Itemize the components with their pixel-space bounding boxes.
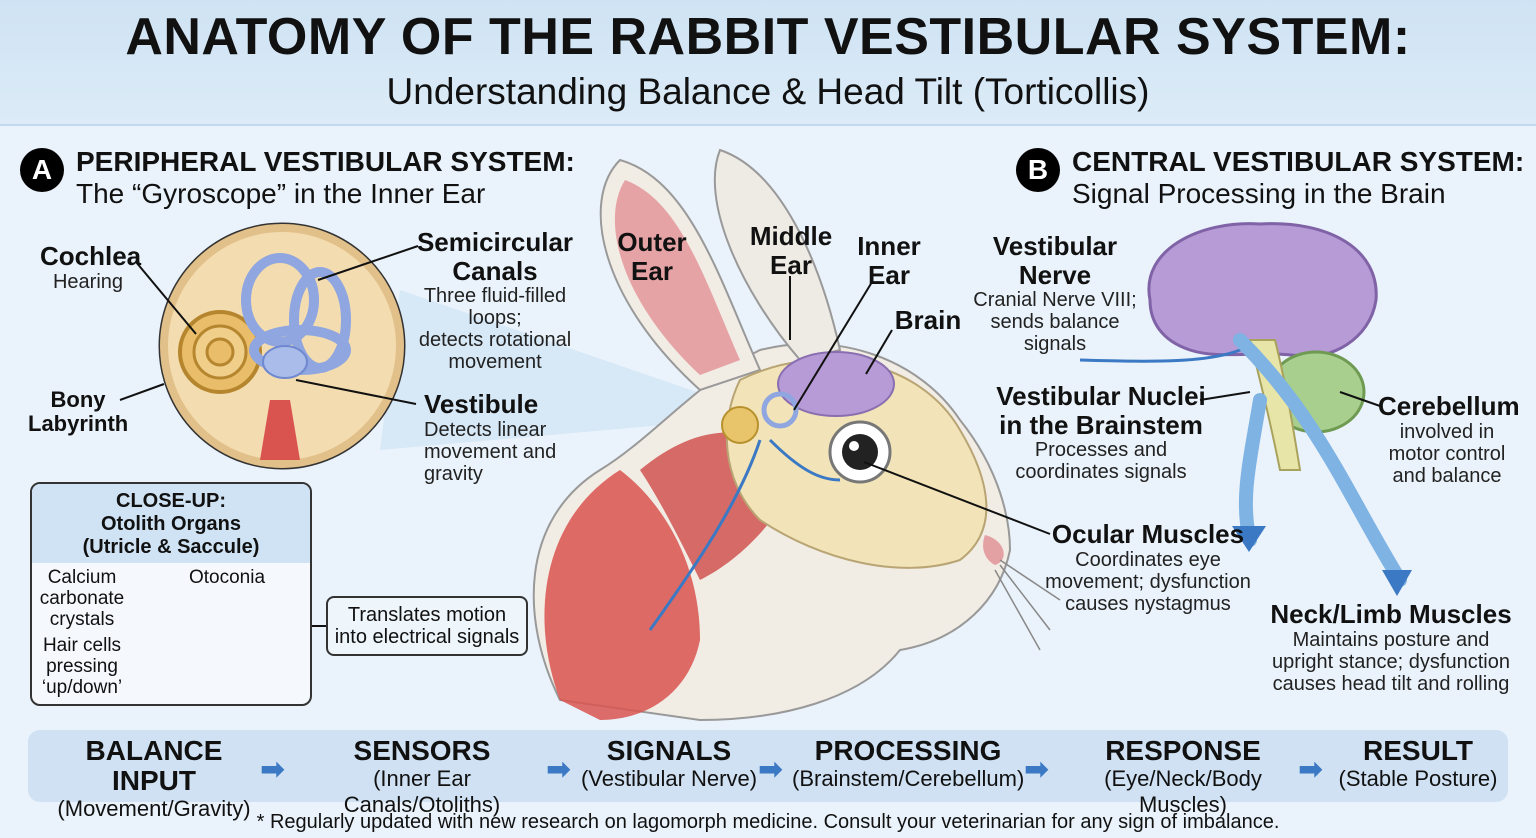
section-b-title: CENTRAL VESTIBULAR SYSTEM: [1072,146,1525,177]
page-subtitle: Understanding Balance & Head Tilt (Torti… [386,71,1150,112]
label-inner-ear: Inner Ear [857,231,921,290]
flow-step-signals: SIGNALS (Vestibular Nerve) [580,735,758,792]
page-title: ANATOMY OF THE RABBIT VESTIBULAR SYSTEM: [125,8,1411,66]
label-ocular-muscles: Ocular Muscles Coordinates eye movement;… [1045,519,1251,615]
label-hair-cells: Hair cells pressing ‘up/down’ [41,635,123,698]
label-brain: Brain [894,305,962,335]
closeup-header: CLOSE-UP: Otolith Organs (Utricle & Sacc… [32,484,310,563]
flow-arrow-icon: ➡ [1024,753,1050,786]
label-neck-limb-muscles: Neck/Limb Muscles Maintains posture and … [1270,599,1512,695]
header: ANATOMY OF THE RABBIT VESTIBULAR SYSTEM:… [0,0,1536,126]
section-b-subtitle: Signal Processing in the Brain [1072,178,1446,209]
otolith-closeup-panel: CLOSE-UP: Otolith Organs (Utricle & Sacc… [30,482,312,706]
brain-illustration [1079,222,1412,596]
label-semicircular-canals: Semicircular Canals Three fluid-filled l… [416,227,574,374]
flow-arrow-icon: ➡ [260,753,286,786]
section-a-badge: A [20,148,64,192]
flow-arrow-icon: ➡ [546,753,572,786]
flow-arrow-icon: ➡ [1298,753,1324,786]
inner-ear-magnified [158,222,406,470]
leader-lines [119,245,1381,653]
section-b-badge: B [1016,148,1060,192]
section-b-header: B CENTRAL VESTIBULAR SYSTEM: Signal Proc… [1016,146,1524,210]
label-vestibular-nerve: Vestibular Nerve Cranial Nerve VIII; sen… [973,231,1137,356]
flow-step-response: RESPONSE (Eye/Neck/Body Muscles) [1104,735,1262,818]
flow-arrow-icon: ➡ [758,753,784,786]
label-bony-labyrinth: Bony Labyrinth [28,387,129,437]
flow-step-result: RESULT (Stable Posture) [1338,735,1498,792]
flow-step-processing: PROCESSING (Brainstem/Cerebellum) [792,735,1025,792]
label-otoconia: Otoconia [188,567,266,588]
label-outer-ear: Outer Ear [617,227,687,286]
signal-translation-callout: Translates motion into electrical signal… [326,596,528,656]
section-a-title: PERIPHERAL VESTIBULAR SYSTEM: [76,146,575,177]
label-vestibular-nuclei: Vestibular Nuclei in the Brainstem Proce… [996,381,1206,484]
label-vestibule: Vestibule Detects linear movement and gr… [424,389,557,485]
section-a-header: A PERIPHERAL VESTIBULAR SYSTEM: The “Gyr… [20,146,575,210]
flow-step-sensors: SENSORS (Inner Ear Canals/Otoliths) [343,735,501,818]
label-middle-ear: Middle Ear [749,221,833,280]
magnification-beam [380,290,720,450]
rabbit-head-illustration [532,148,1061,722]
process-flow-bar: BALANCE INPUT (Movement/Gravity) ➡ SENSO… [28,730,1508,821]
section-a-subtitle: The “Gyroscope” in the Inner Ear [76,178,486,209]
flow-step-balance-input: BALANCE INPUT (Movement/Gravity) [57,735,251,822]
label-cochlea: Cochlea Hearing [40,241,142,293]
label-calcium-carbonate: Calcium carbonate crystals [39,567,125,630]
label-cerebellum: Cerebellum involved in motor control and… [1378,391,1520,487]
footer-note: * Regularly updated with new research on… [256,811,1280,833]
